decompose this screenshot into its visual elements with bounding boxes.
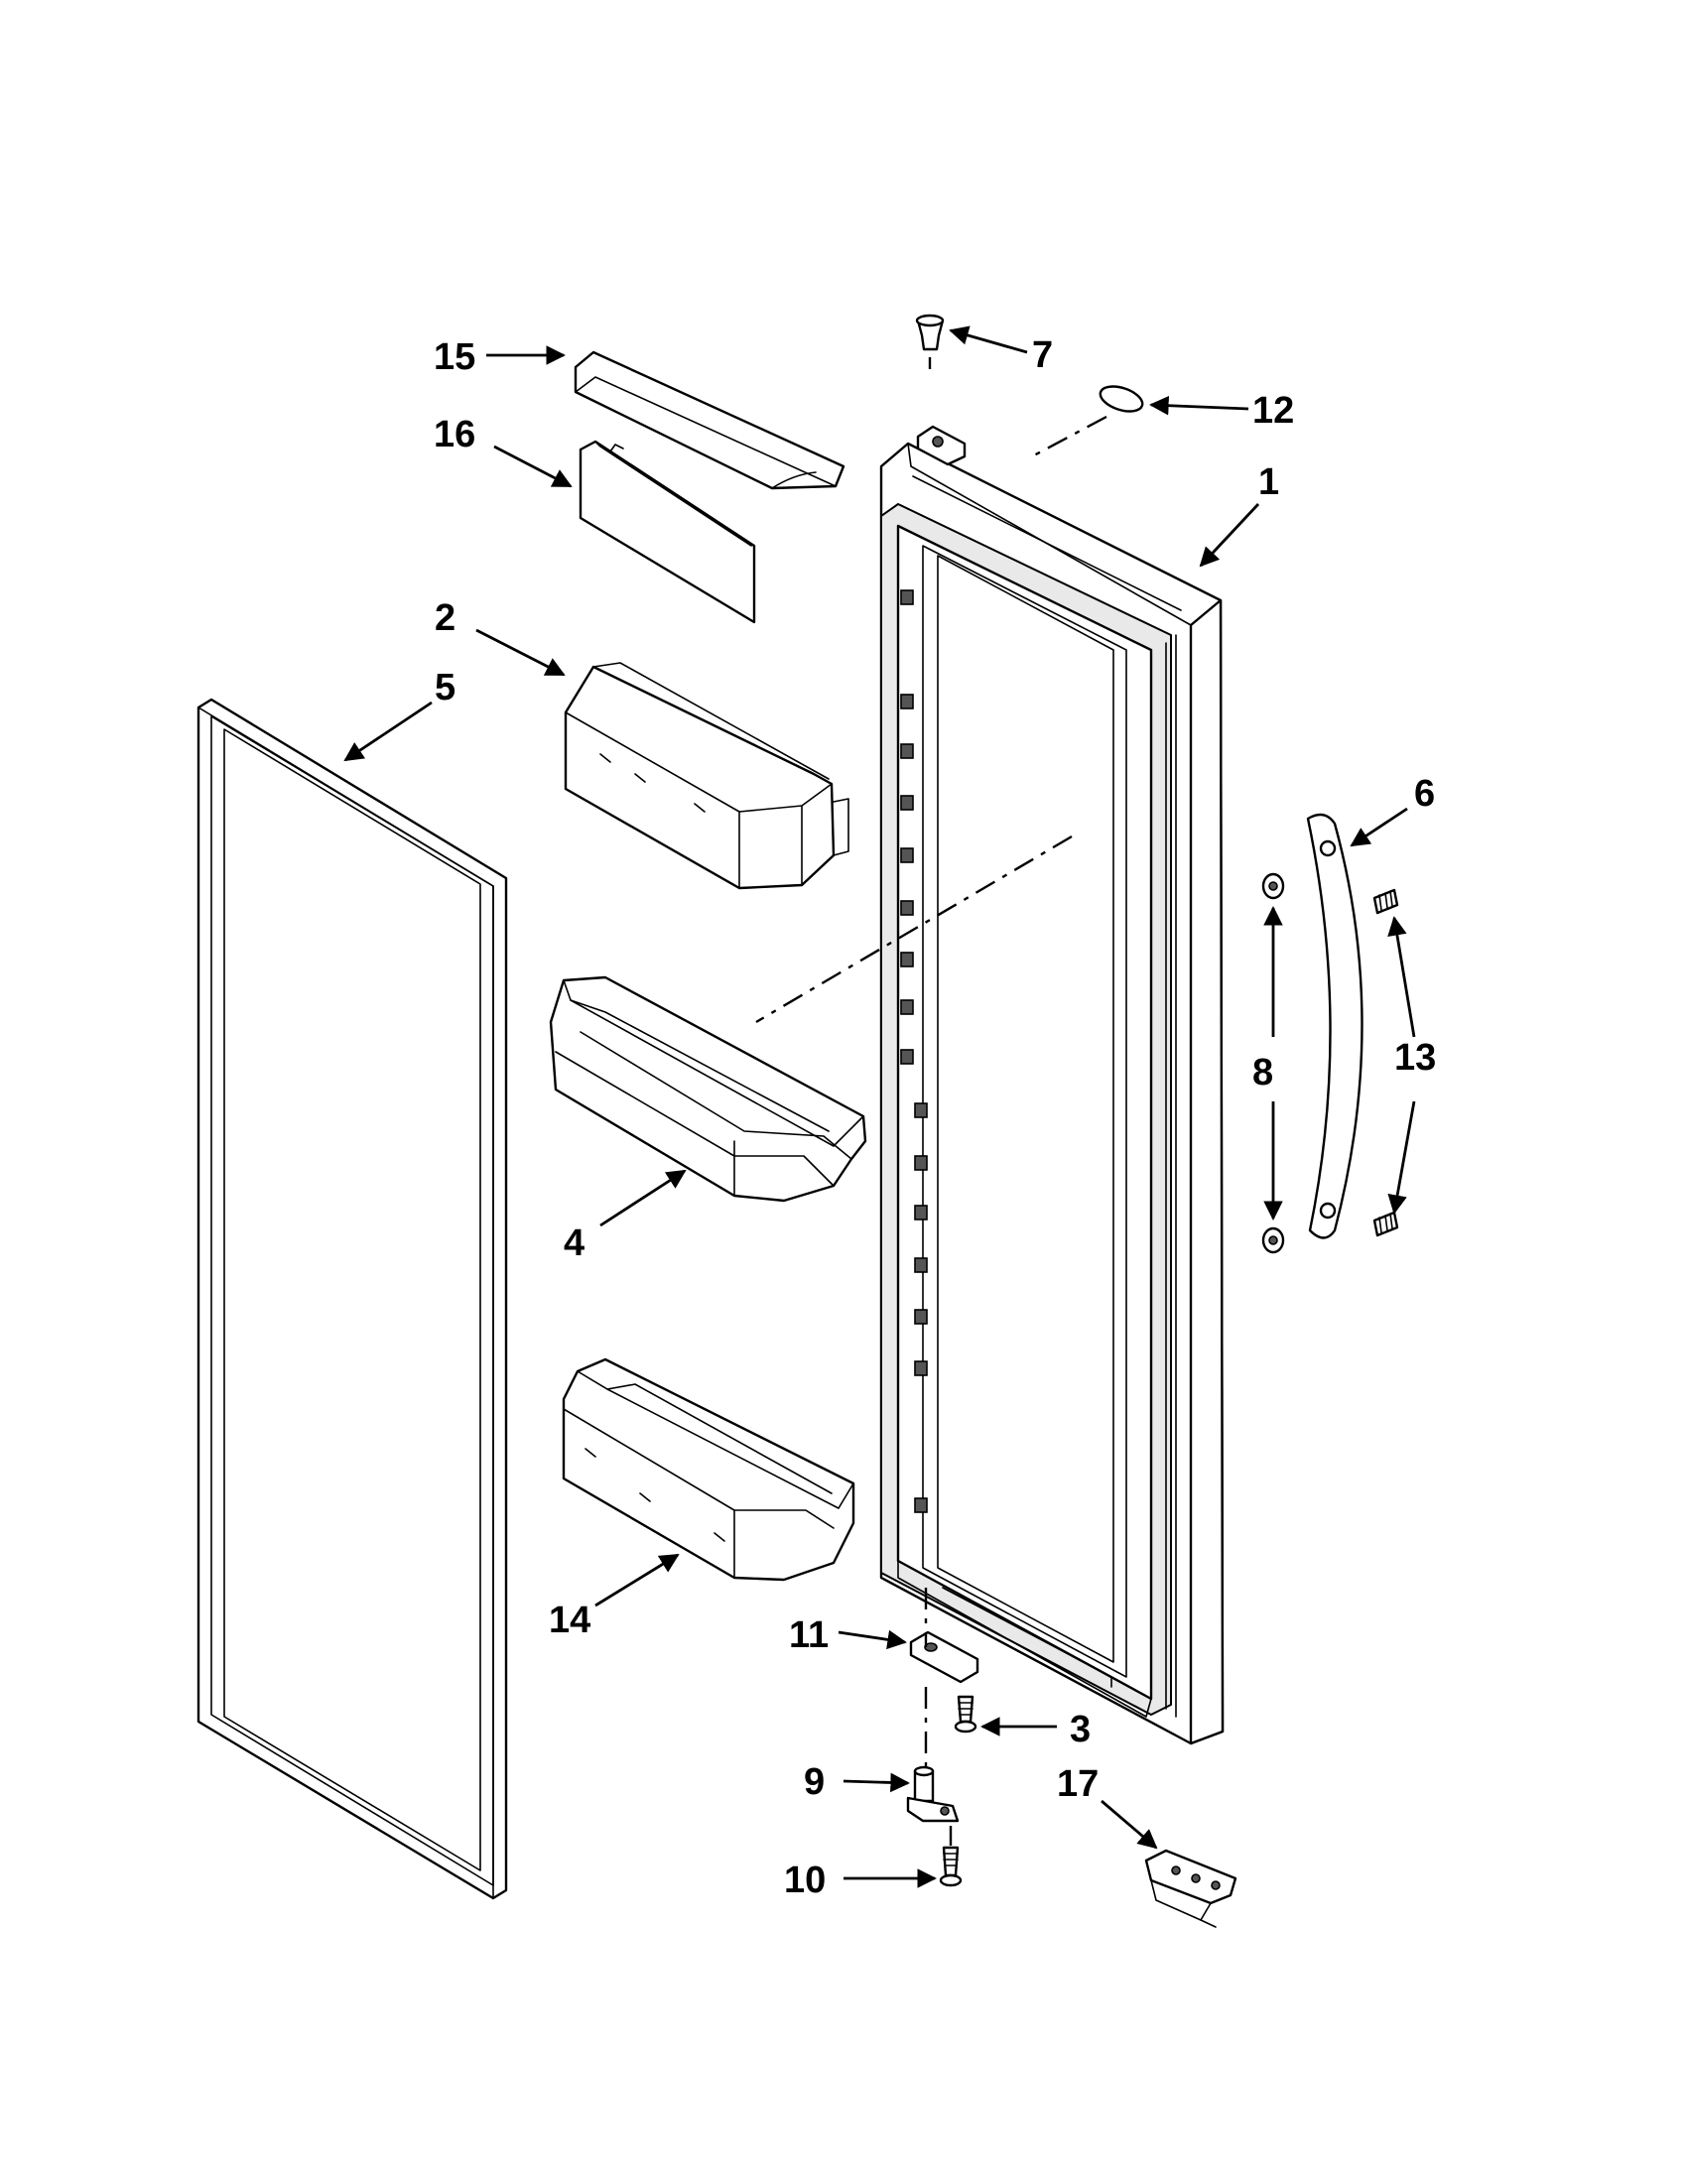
callout-8: 8 [1252, 1052, 1273, 1093]
hinge-cover-part-17 [1144, 1849, 1237, 1928]
callout-2: 2 [435, 597, 455, 639]
lower-door-bin-part-14 [562, 1357, 855, 1582]
leader-arrows [343, 325, 1416, 1888]
door-bin-part-4 [549, 975, 867, 1203]
callout-3: 3 [1070, 1709, 1091, 1750]
handle-spacers-part-8 [1261, 872, 1285, 1254]
handle-screws-part-13 [1372, 888, 1399, 1237]
callout-9: 9 [804, 1761, 825, 1803]
callout-5: 5 [435, 667, 455, 708]
callout-1: 1 [1258, 461, 1279, 503]
door-handle-part-6 [1306, 813, 1363, 1239]
callout-7: 7 [1032, 334, 1053, 376]
screw-part-3 [954, 1695, 977, 1734]
hinge-pin-part-7 [915, 314, 945, 351]
bottom-hinge-part-9 [906, 1765, 960, 1823]
door-liner-bin-tabs [900, 589, 928, 1513]
hinge-shim-part-11 [909, 1630, 979, 1684]
callout-17: 17 [1057, 1763, 1099, 1805]
callout-12: 12 [1252, 390, 1294, 432]
covered-door-bin-part-2 [564, 662, 849, 890]
door-gasket-part-5 [196, 698, 508, 1900]
callout-6: 6 [1414, 773, 1435, 815]
callout-10: 10 [784, 1860, 826, 1901]
plug-part-12 [1099, 385, 1144, 413]
callout-16: 16 [434, 414, 475, 455]
shelf-bin-front-part-16 [579, 440, 756, 624]
assembly-lines [755, 357, 1107, 1846]
callout-15: 15 [434, 336, 475, 378]
callout-14: 14 [549, 1600, 590, 1641]
callout-11: 11 [789, 1614, 829, 1656]
callout-4: 4 [564, 1222, 584, 1264]
door-assembly-part-1 [879, 425, 1225, 1745]
shelf-trim-part-15 [574, 350, 845, 490]
callout-labels: 15 16 2 5 4 14 7 12 1 6 8 13 11 3 9 17 1… [434, 334, 1436, 1901]
callout-13: 13 [1394, 1037, 1436, 1079]
screw-part-10 [939, 1846, 963, 1887]
